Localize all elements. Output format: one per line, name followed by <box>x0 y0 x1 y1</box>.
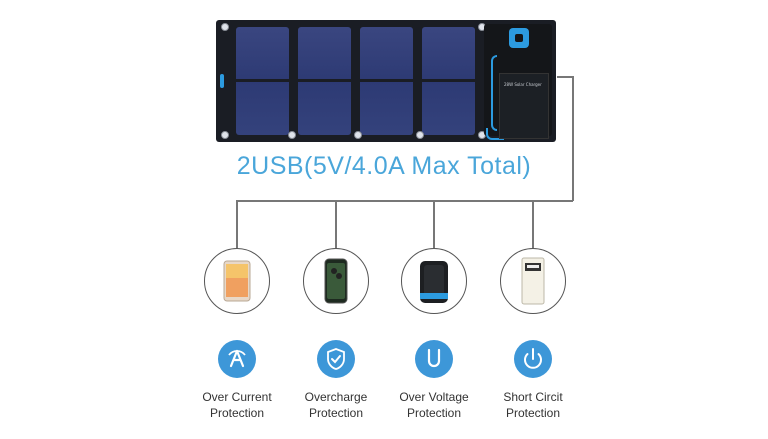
feature-label-line: Protection <box>209 406 265 420</box>
feature-label-short-circuit: Short Circit Protection <box>473 389 593 421</box>
device-tablet <box>204 248 270 314</box>
feature-label-line: Protection <box>406 406 462 420</box>
connector-line <box>433 200 435 248</box>
cable-icon <box>491 55 497 131</box>
connector-line <box>236 200 573 202</box>
connector-line <box>335 200 337 248</box>
grommet-icon <box>221 131 229 139</box>
spec-card: 28W Solar Charger <box>499 73 549 139</box>
usb-port-icon <box>509 28 529 48</box>
feature-label-over-voltage: Over Voltage Protection <box>374 389 494 421</box>
grommet-icon <box>221 23 229 31</box>
feature-label-over-current: Over Current Protection <box>177 389 297 421</box>
device-phone <box>303 248 369 314</box>
solar-cell <box>422 27 475 135</box>
device-power-bank <box>401 248 467 314</box>
card-title: 28W Solar Charger <box>504 82 542 87</box>
brand-mark-icon <box>220 74 224 88</box>
tablet-icon <box>223 260 251 302</box>
feature-label-line: Over Current <box>202 390 272 404</box>
device-battery-pack <box>500 248 566 314</box>
power-bank-icon <box>420 261 448 303</box>
feature-label-line: Protection <box>505 406 561 420</box>
feature-label-line: Protection <box>308 406 364 420</box>
solar-panel-image: 28W Solar Charger <box>216 20 556 142</box>
power-icon <box>524 348 542 369</box>
over-voltage-icon <box>427 348 441 368</box>
feature-over-voltage <box>415 340 453 378</box>
feature-label-line: Over Voltage <box>399 390 469 404</box>
grommet-icon <box>416 131 424 139</box>
solar-cell <box>360 27 413 135</box>
headline: 2USB(5V/4.0A Max Total) <box>236 152 532 180</box>
battery-pack-icon <box>521 257 545 305</box>
grommet-icon <box>288 131 296 139</box>
over-current-icon <box>228 349 246 368</box>
overcharge-shield-icon <box>327 348 345 370</box>
grommet-icon <box>354 131 362 139</box>
connector-line <box>557 76 573 78</box>
feature-label-line: Overcharge <box>304 390 368 404</box>
connector-line <box>532 200 534 248</box>
connector-line <box>572 76 574 201</box>
cable-icon <box>486 128 504 140</box>
feature-label-line: Short Circit <box>503 390 563 404</box>
feature-label-overcharge: Overcharge Protection <box>276 389 396 421</box>
solar-cell <box>298 27 351 135</box>
feature-over-current <box>218 340 256 378</box>
feature-overcharge <box>317 340 355 378</box>
smartphone-icon <box>324 258 348 304</box>
feature-short-circuit <box>514 340 552 378</box>
solar-cell <box>236 27 289 135</box>
connector-line <box>236 200 238 248</box>
